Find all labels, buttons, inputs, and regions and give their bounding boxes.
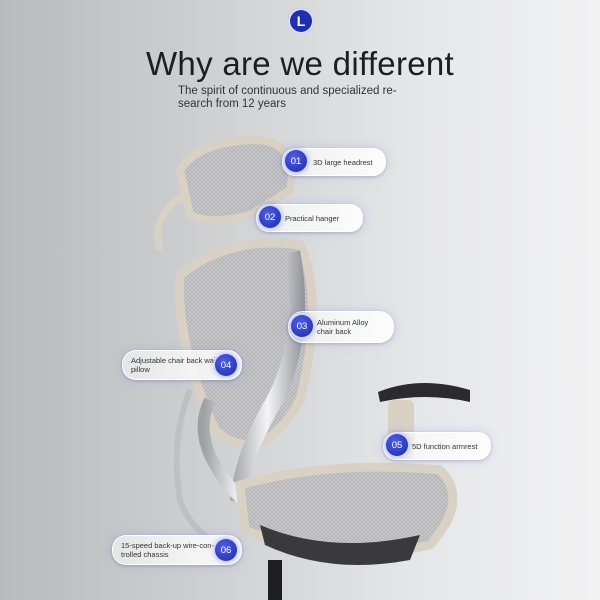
- feature-label: Aluminum Alloy chair back: [317, 318, 369, 336]
- feature-label: Adjustable chair back waist pillow: [131, 356, 222, 374]
- feature-number-badge: 06: [215, 539, 237, 561]
- armrest-pad-shape: [378, 382, 470, 402]
- feature-number-badge: 02: [259, 206, 281, 228]
- feature-callout-chassis: 15-speed back-up wire-con- trolled chass…: [112, 535, 242, 565]
- aluminum-spine-shape: [230, 250, 305, 505]
- feature-label: Practical hanger: [285, 213, 340, 223]
- feature-callout-aluminum-back: 03 Aluminum Alloy chair back: [288, 311, 394, 343]
- feature-callout-hanger: 02 Practical hanger: [256, 204, 363, 232]
- feature-callout-waist-pillow: Adjustable chair back waist pillow 04: [122, 350, 242, 380]
- page-subtitle: The spirit of continuous and specialized…: [178, 85, 397, 110]
- feature-number-badge: 05: [386, 434, 408, 456]
- feature-number-badge: 03: [291, 315, 313, 337]
- feature-callout-armrest: 05 5D function armrest: [383, 432, 491, 460]
- feature-number-badge: 04: [215, 354, 237, 376]
- page-title: Why are we different: [145, 45, 455, 82]
- feature-label: 15-speed back-up wire-con- trolled chass…: [121, 541, 214, 559]
- feature-callout-headrest: 01 3D large headrest: [282, 148, 386, 176]
- feature-label: 3D large headrest: [313, 157, 373, 167]
- brand-logo: L: [288, 8, 314, 34]
- feature-label: 5D function armrest: [412, 441, 478, 451]
- feature-number-badge: 01: [285, 150, 307, 172]
